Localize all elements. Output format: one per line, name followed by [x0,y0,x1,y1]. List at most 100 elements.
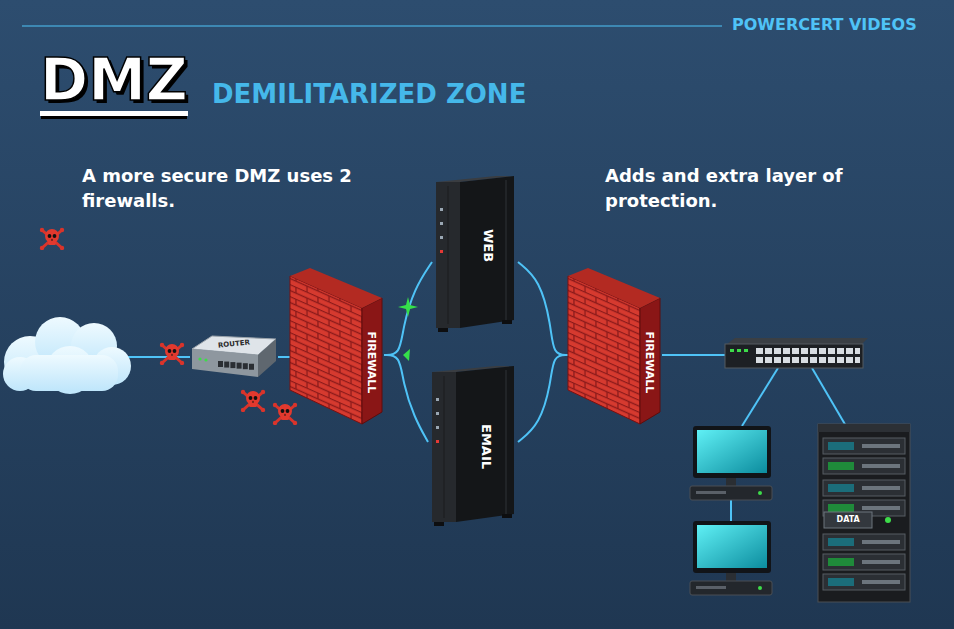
attack-skulls [40,228,297,425]
header-rule [22,25,722,26]
network-link [278,356,290,358]
subtitle: DEMILITARIZED ZONE [212,80,572,109]
wires-part [742,368,778,426]
workstation-part [696,586,726,589]
network-switch-part-part [855,357,860,363]
workstation-part [726,573,736,581]
rack-shape-part [828,578,854,586]
tower-shape-part [502,320,512,324]
network-switch-part [725,344,863,368]
rack-shape-part [862,486,900,490]
tower-shape-part [444,376,445,518]
network-switch-part-part [756,348,763,354]
router-shape-part [249,364,254,370]
firewall-shape-part [290,268,382,308]
rack-shape-part [823,438,905,454]
tower-shape-part [460,176,514,328]
tower-shape-part [440,236,443,239]
network-switch-part-part [801,357,808,363]
router-shape-part [224,362,229,368]
device-label: WEB [482,228,495,261]
firewall-shape-part [640,298,660,424]
rack-shape-part [823,554,905,570]
wires-part [730,500,732,521]
rack-shape-part [828,558,854,566]
router-shape-part [237,363,242,369]
rack-shape-part [862,444,900,448]
tower-shape-part [440,208,443,211]
allowed-mark [398,297,418,317]
workstation [690,426,772,500]
network-switch-part [756,348,860,363]
note-text: A more secure DMZ uses 2 firewalls. [82,163,372,213]
note-text: Adds and extra layer of protection. [605,163,905,213]
allowed-mark [403,349,410,361]
tower-shape-part [436,182,460,328]
tower-icon: WEB [432,172,518,334]
wires-part [662,354,727,356]
rack-shape-part [823,458,905,474]
rack-shape-part [824,512,872,528]
tower-shape-part [432,372,456,522]
network-switch-part [730,349,734,352]
workstation-part [697,430,767,473]
workstation-part [696,491,726,494]
workstation-part [697,525,767,568]
network-switch-part-part [774,348,781,354]
tower-shape-part [434,522,444,526]
workstation-part [693,521,771,573]
firewall-shape-part [568,268,660,308]
device-label: DATA [837,516,860,524]
device-label: FIREWALL [366,331,377,393]
workstation-part [690,486,772,500]
rack-shape-part [818,424,910,602]
rack-shape-part [862,540,900,544]
network-switch-part-part [774,357,781,363]
wires [126,355,846,521]
router-shape-part [258,339,276,377]
network-switch-part-part [792,357,799,363]
workstation-part [758,586,762,590]
network-link [518,262,568,355]
rack-shape-part [862,464,900,468]
firewall-icon: FIREWALL [290,272,384,428]
network-switch [725,338,868,368]
network-switch-part-part [792,348,799,354]
tower-shape-part [440,250,443,253]
network-switch-part-part [837,357,844,363]
workstation-part [693,426,771,478]
network-switch-part-part [828,357,835,363]
rack-shape-part [828,504,854,512]
attack-skulls-part [241,390,265,412]
network-switch-part [737,349,741,352]
workstation-part [758,491,762,495]
router-shape-part [230,362,235,368]
router-shape-part [218,361,223,367]
attack-skulls-part [273,403,297,425]
rack-shape [818,424,910,602]
wires-part [126,356,190,358]
rack-shape-part [828,484,854,492]
device-label: FIREWALL [644,331,655,393]
network-switch-part-part [828,348,835,354]
rack-shape-part [828,442,854,450]
page-title: DMZ [40,50,188,116]
tower-shape-part [436,440,439,443]
router-icon: ROUTER [188,333,278,381]
internet-cloud [3,317,131,394]
attack-skulls-part [40,228,64,250]
router-shape-part [204,358,207,361]
network-switch-part-part [855,348,860,354]
workstation [690,521,772,595]
network-switch-part-part [846,357,853,363]
network-switch-part-part [756,357,763,363]
internet-cloud-part [20,355,118,391]
network-switch-part [727,338,868,344]
tower-shape-part [438,328,448,332]
network-switch-part-part [810,357,817,363]
rack-shape-part [823,534,905,550]
workstation-part [726,478,736,486]
network-switch-part [744,349,748,352]
